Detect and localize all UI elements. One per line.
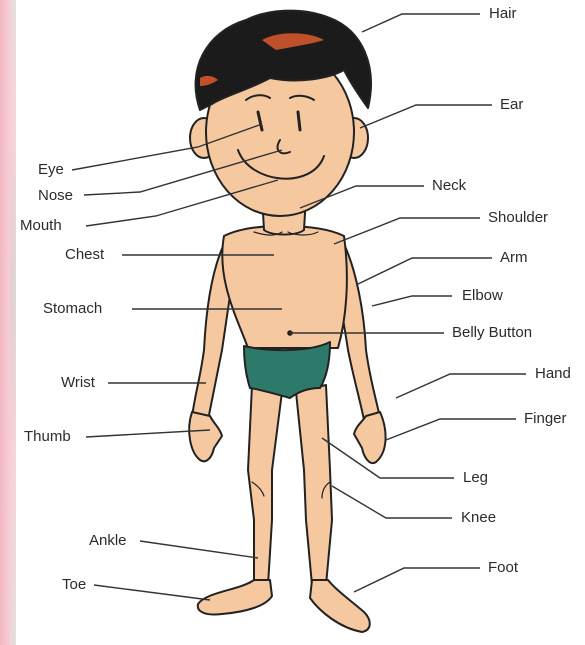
label-knee: Knee [461, 509, 496, 527]
label-eye: Eye [38, 161, 64, 179]
label-thumb: Thumb [24, 428, 71, 446]
label-mouth: Mouth [20, 217, 62, 235]
label-belly-button: Belly Button [452, 324, 532, 342]
label-chest: Chest [65, 246, 104, 264]
label-shoulder: Shoulder [488, 209, 548, 227]
leader-ankle [140, 541, 258, 558]
label-hand: Hand [535, 365, 571, 383]
left-hand [189, 412, 222, 461]
right-foot [310, 580, 370, 632]
label-leg: Leg [463, 469, 488, 487]
left-leg [248, 385, 282, 585]
leader-arm [356, 258, 492, 285]
leader-leg [322, 438, 454, 478]
right-eye [298, 112, 300, 130]
leader-finger [386, 419, 516, 440]
leader-toe [94, 585, 210, 600]
label-wrist: Wrist [61, 374, 95, 392]
leader-foot [354, 568, 480, 592]
leader-hand [396, 374, 526, 398]
label-hair: Hair [489, 5, 517, 23]
leader-hair [362, 14, 480, 32]
label-arm: Arm [500, 249, 528, 267]
label-toe: Toe [62, 576, 86, 594]
leader-knee [332, 486, 452, 518]
label-elbow: Elbow [462, 287, 503, 305]
label-finger: Finger [524, 410, 567, 428]
leader-ear [360, 105, 492, 128]
label-nose: Nose [38, 187, 73, 205]
right-hand [354, 412, 386, 463]
leader-shoulder [334, 218, 480, 244]
torso [222, 226, 347, 348]
left-foot [198, 580, 272, 615]
label-ear: Ear [500, 96, 523, 114]
leader-elbow [372, 296, 452, 306]
label-ankle: Ankle [89, 532, 127, 550]
label-neck: Neck [432, 177, 466, 195]
label-stomach: Stomach [43, 300, 102, 318]
label-foot: Foot [488, 559, 518, 577]
